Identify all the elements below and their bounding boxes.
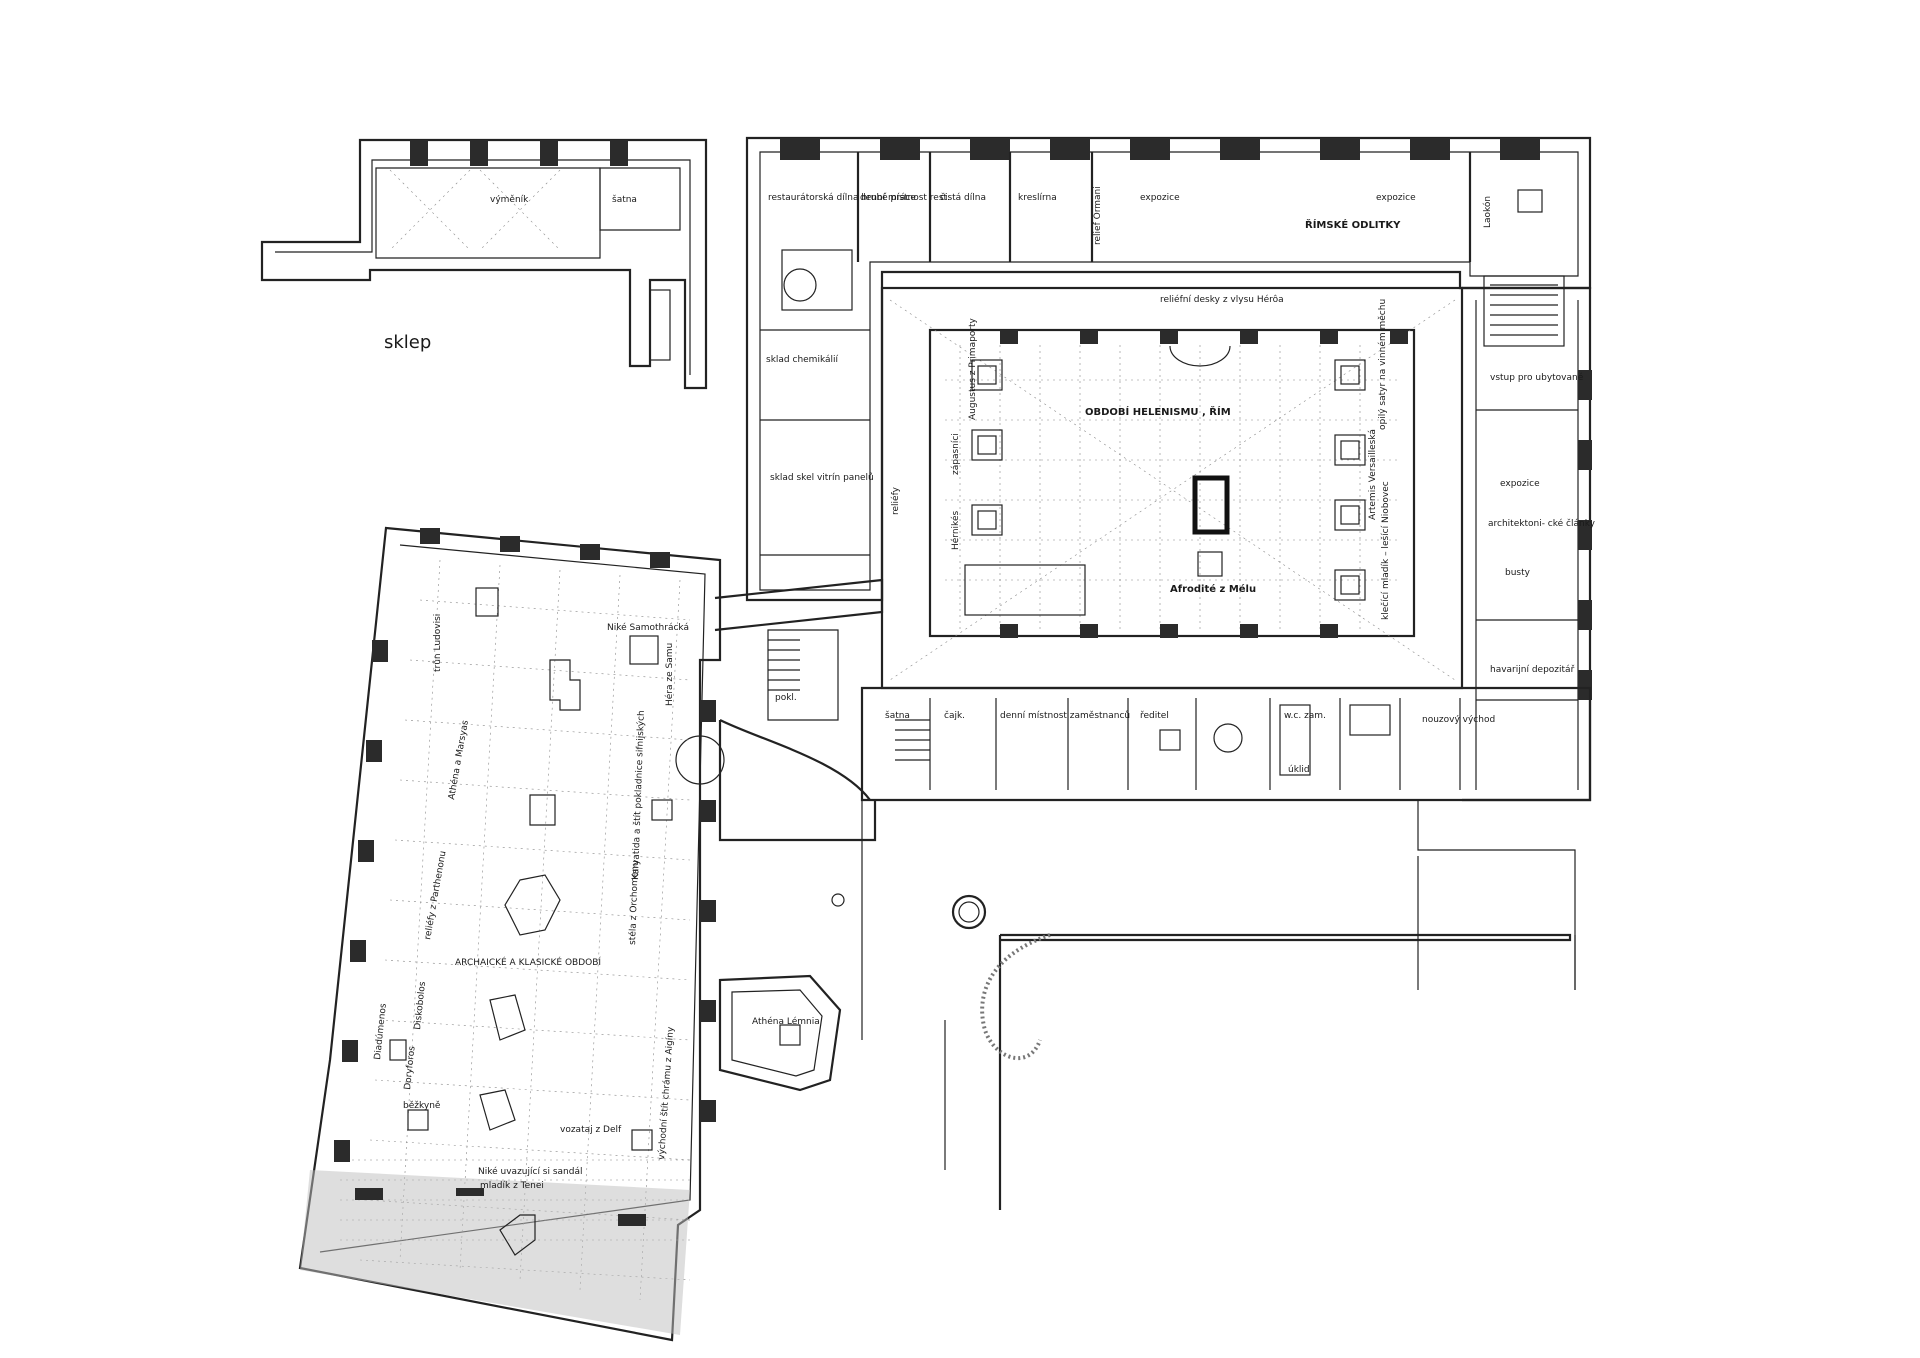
arch-label: architektoni- cké články — [1488, 518, 1596, 529]
clean-workshop-label: čistá dílna — [940, 192, 986, 203]
wc-label: w.c. zam. — [1284, 711, 1326, 721]
cleaning-label: úklid — [1288, 765, 1310, 775]
aphrodite-label: Afrodité z Mélu — [1170, 583, 1256, 595]
exchanger-label: výměník — [490, 195, 529, 205]
east-exhibition-label: expozice — [1500, 479, 1540, 489]
artemis-label: Artemis Versailleská — [1368, 429, 1378, 520]
stela-label: stéla z Orchomenu — [627, 860, 641, 945]
depot-label: havarijní depozitář — [1490, 665, 1575, 675]
emergency-label: nouzový východ — [1422, 715, 1495, 725]
throne-label: trůn Ludovisi — [432, 614, 443, 672]
augustus-label: Augustus z Primaporty — [968, 317, 978, 420]
karyatid-label: Karyatida a štít pokladnice sifnijských — [630, 710, 647, 880]
fighter-label: zápasníci — [951, 433, 961, 475]
director-label: ředitel — [1140, 711, 1169, 721]
east-wing: vstup pro ubytované expozice architekton… — [1422, 286, 1596, 802]
basement-cloakroom-label: šatna — [612, 194, 637, 205]
runner-label: běžkyně — [403, 1101, 441, 1111]
nike-sandal-label: Niké uvazující si sandál — [478, 1166, 583, 1177]
restoration-label: restaurátorská dílna hrubé práce — [768, 192, 916, 203]
satyr-label: opilý satyr na vinném měchu — [1377, 299, 1388, 430]
aegina-label: východní štít chrámu z Aigíny — [656, 1026, 676, 1160]
laocoon-label: Laokón — [1482, 196, 1493, 228]
boxer-label: Hérnikés — [950, 511, 961, 550]
hera-label: Héra ze Samu — [664, 643, 675, 706]
entrance-label: vstup pro ubytované — [1490, 372, 1584, 383]
athena-marsyas-label: Athéna a Marsyas — [446, 719, 471, 800]
connector — [675, 578, 884, 842]
diskobolos-label: Diskobolos — [413, 981, 428, 1031]
daily-room-label: denní místnost rest. — [860, 193, 950, 203]
athena-lemnia-annex: Athéna Lémnia — [718, 974, 842, 1092]
reliefs-heroa-label: reliéfní desky z vlysu Hérôa — [1160, 294, 1284, 305]
stairs-label: pokl. — [775, 693, 797, 703]
court-title: OBDOBÍ HELENISMU , ŘÍM — [1085, 405, 1231, 418]
basement-plan: sklep výměník šatna — [260, 138, 708, 390]
kouros-label: mladík z Tenei — [480, 1181, 544, 1191]
north-wing: restaurátorská dílna hrubé práce denní m… — [745, 136, 1592, 602]
south-wing: šatna čajk. denní místnost zaměstnanců ř… — [775, 686, 1592, 802]
court-reliefs-label: reliéfy — [890, 486, 901, 515]
parthenon-label: reliéfy z Parthenonu — [422, 850, 448, 941]
doryforos-label: Doryforos — [403, 1045, 418, 1090]
west-hall-title: ARCHAICKÉ A KLASICKÉ OBDOBÍ — [455, 956, 601, 968]
south-cloakroom-label: šatna — [885, 710, 910, 721]
basement-title: sklep — [384, 332, 431, 353]
exhibition-1-label: expozice — [1140, 193, 1180, 203]
roman-casts-label: ŘÍMSKÉ ODLITKY — [1305, 218, 1401, 231]
nike-label: Niké Samothrácká — [607, 622, 689, 633]
delphi-label: vozataj z Delf — [560, 1125, 622, 1135]
orman-relief-label: relief Ormani — [1093, 186, 1103, 245]
drawing-room-label: kreslírna — [1018, 193, 1057, 203]
athena-lemnia-label: Athéna Lémnia — [752, 1016, 820, 1027]
busts-label: busty — [1505, 568, 1531, 578]
staff-room-label: denní místnost zaměstnanců — [1000, 710, 1130, 721]
boy-label: klečící mladík – lešící Niobovec — [1380, 481, 1391, 620]
court-hall: OBDOBÍ HELENISMU , ŘÍM Augustus z Primap… — [880, 286, 1464, 690]
diadumenos-label: Diadúmenos — [373, 1003, 389, 1061]
exterior — [831, 799, 1590, 1210]
kitchen-label: čajk. — [944, 710, 965, 721]
showcase-store-label: sklad skel vitrín panelů — [770, 472, 874, 483]
exhibition-2-label: expozice — [1376, 193, 1416, 203]
west-hall: Niké Samothrácká trůn Ludovisi Héra ze S… — [298, 526, 722, 1342]
chemical-store-label: sklad chemikálií — [766, 355, 839, 365]
